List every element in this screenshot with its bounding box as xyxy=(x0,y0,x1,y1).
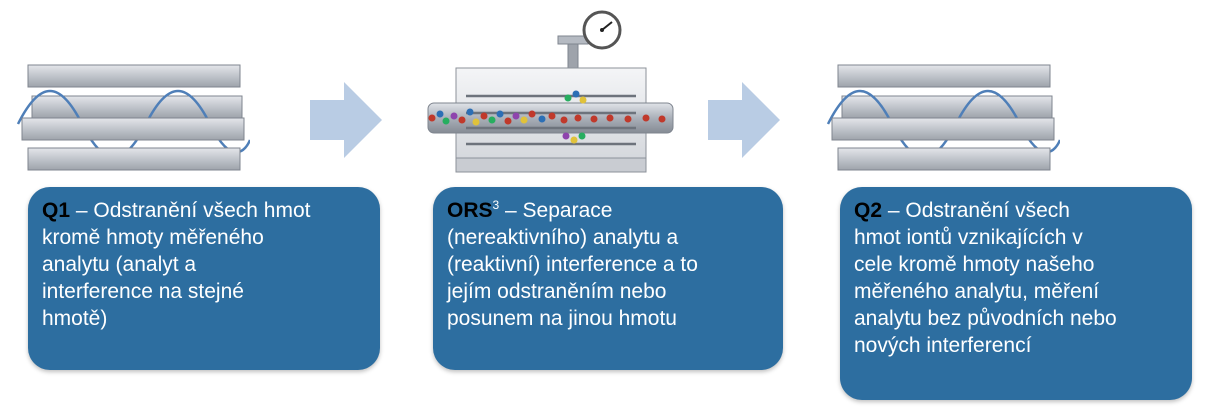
q1-line-4: hmotě) xyxy=(42,307,108,330)
ors-line-4: posunem na jinou hmotu xyxy=(447,307,677,330)
q1-line-2: analytu (analyt a xyxy=(42,253,197,276)
ors-line-0: ORS3 – Separace xyxy=(447,198,613,222)
q2-description-card: Q2 – Odstranění všech hmot iontů vznikaj… xyxy=(840,187,1192,400)
q1-line-0: Q1 – Odstranění všech hmot xyxy=(42,199,311,222)
q2-line-3: měřeného analytu, měření xyxy=(854,280,1100,303)
arrow-right-icon xyxy=(708,82,780,158)
q1-label: Q1 xyxy=(42,199,71,222)
quadrupole-icon xyxy=(16,64,250,171)
ors-superscript: 3 xyxy=(492,198,500,212)
ors-label: ORS xyxy=(447,199,493,222)
q1-description-card: Q1 – Odstranění všech hmot kromě hmoty m… xyxy=(28,187,380,370)
ors-description-card: ORS3 – Separace (nereaktivního) analytu … xyxy=(433,187,783,370)
q2-line-5: nových interferencí xyxy=(854,334,1032,357)
q2-line-4: analytu bez původních nebo xyxy=(854,307,1117,330)
q2-line-0: Q2 – Odstranění všech xyxy=(854,199,1070,222)
q2-line-1: hmot iontů vznikajících v xyxy=(854,226,1083,249)
quadrupole-icon xyxy=(826,64,1060,171)
arrow-right-icon xyxy=(310,82,382,158)
q2-line-2: cele kromě hmoty našeho xyxy=(854,253,1095,276)
ors-line-1: (nereaktivního) analytu a xyxy=(447,226,679,249)
pressure-gauge-icon xyxy=(582,10,622,50)
ors-line-2: (reaktivní) interference a to xyxy=(447,253,698,276)
q1-line-1: kromě hmoty měřeného xyxy=(42,226,264,249)
q2-label: Q2 xyxy=(854,199,883,222)
collision-cell-icon xyxy=(427,10,674,173)
ors-line-3: jejím odstraněním nebo xyxy=(447,280,667,303)
q1-line-3: interference na stejné xyxy=(42,280,244,303)
